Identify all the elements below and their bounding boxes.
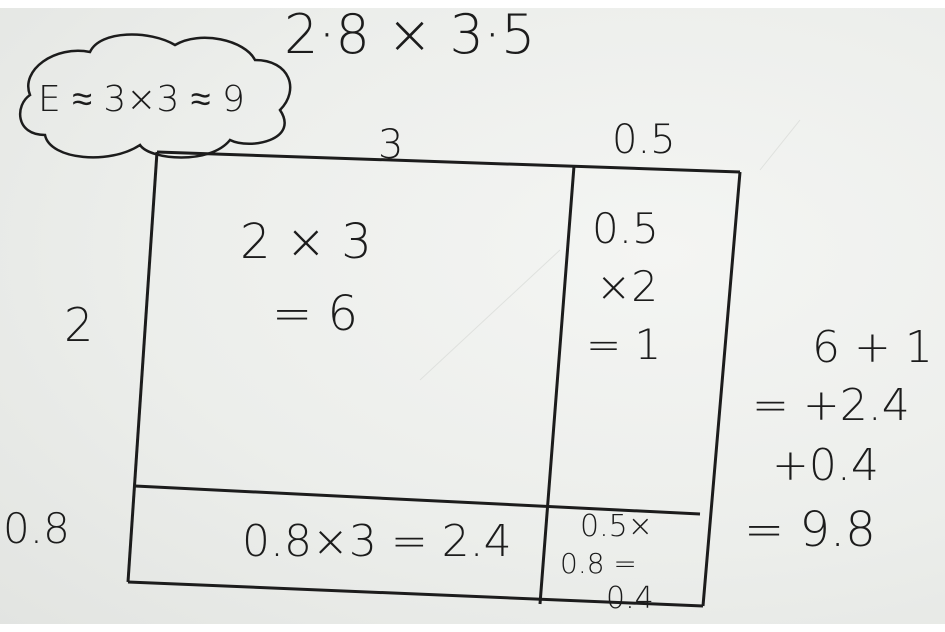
sum-line4: = 9.8 — [744, 502, 876, 558]
cell-bottom-left: 0.8×3 = 2.4 — [242, 516, 512, 567]
cell-top-left-line1: 2 × 3 — [240, 214, 372, 270]
column-label-whole: 3 — [378, 122, 404, 168]
row-label-whole: 2 — [64, 298, 94, 352]
cell-top-left-line2: = 6 — [272, 286, 359, 342]
sum-line1: 6 + 1 — [812, 322, 933, 373]
estimate-cloud — [18, 33, 292, 159]
cell-bottom-right-line2: 0.8 = — [560, 547, 637, 580]
row-label-decimal: 0.8 — [3, 504, 70, 553]
estimate-text: E ≈ 3×3 ≈ 9 — [38, 79, 245, 120]
sum-line3: +0.4 — [772, 440, 879, 491]
cell-top-right-line3: = 1 — [586, 320, 662, 369]
cell-bottom-right-line3: 0.4 — [606, 581, 654, 616]
problem-title: 2·8 × 3·5 — [284, 3, 536, 66]
sum-line2: = +2.4 — [752, 380, 910, 431]
cell-bottom-right-line1: 0.5× — [580, 509, 653, 544]
cell-top-right-line2: ×2 — [596, 262, 658, 311]
column-label-decimal: 0.5 — [612, 117, 676, 163]
cell-top-right-line1: 0.5 — [592, 204, 659, 253]
